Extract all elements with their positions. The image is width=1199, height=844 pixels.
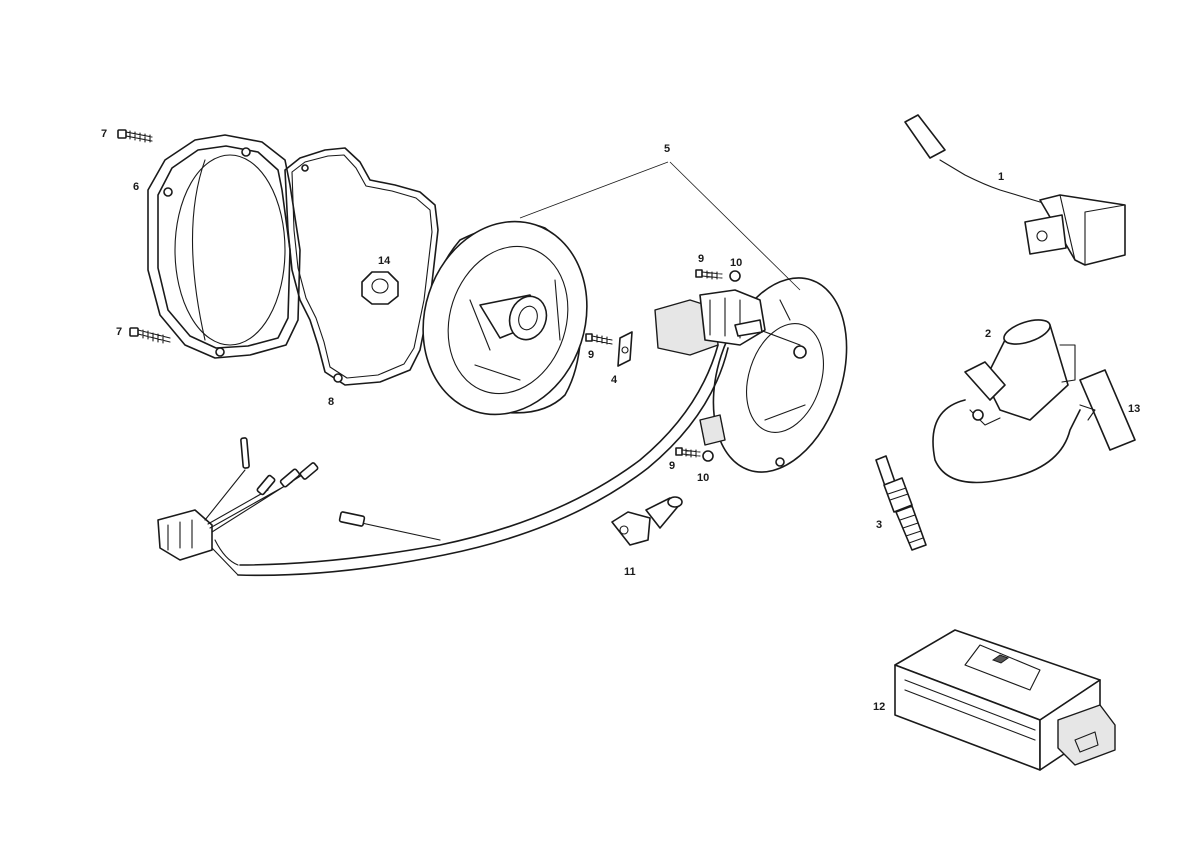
label-8: 8 bbox=[328, 396, 334, 408]
label-3: 3 bbox=[876, 519, 882, 531]
label-9-middle: 9 bbox=[588, 349, 594, 361]
ignition-coil-2 bbox=[932, 319, 1136, 484]
label-2: 2 bbox=[985, 328, 991, 340]
wiring-harness bbox=[157, 344, 729, 577]
label-10-bottom: 10 bbox=[697, 472, 709, 484]
label-1: 1 bbox=[998, 171, 1004, 183]
label-11: 11 bbox=[624, 566, 636, 578]
label-7-bottom: 7 bbox=[116, 326, 122, 338]
bolt-7-top bbox=[117, 129, 153, 143]
label-9-bottom: 9 bbox=[669, 460, 675, 472]
callout-labels: 7 6 7 8 14 5 9 10 9 4 9 10 11 1 2 13 3 1… bbox=[101, 128, 1140, 713]
stator-plate-5 bbox=[654, 277, 848, 473]
label-6: 6 bbox=[133, 181, 139, 193]
sensor-11 bbox=[611, 496, 683, 546]
screw-9-middle bbox=[585, 333, 613, 345]
label-13: 13 bbox=[1128, 403, 1140, 415]
label-4: 4 bbox=[611, 374, 618, 386]
label-10-top: 10 bbox=[730, 257, 742, 269]
label-5: 5 bbox=[664, 143, 670, 155]
regulator-1 bbox=[904, 114, 1126, 266]
flywheel-rotor-5 bbox=[422, 220, 588, 416]
bolt-7-bottom bbox=[129, 327, 171, 344]
gasket-8 bbox=[284, 147, 439, 386]
screw-9-washer-10-bottom bbox=[675, 447, 714, 462]
label-14: 14 bbox=[378, 255, 391, 267]
spark-plug-3 bbox=[875, 455, 927, 551]
cdi-unit-12 bbox=[894, 629, 1116, 771]
label-7-top: 7 bbox=[101, 128, 107, 140]
nut-14 bbox=[361, 271, 399, 305]
label-12: 12 bbox=[873, 701, 885, 713]
label-9-top: 9 bbox=[698, 253, 704, 265]
flywheel-cover-6 bbox=[147, 134, 301, 359]
clamp-4 bbox=[617, 331, 633, 367]
screw-9-washer-10-top bbox=[695, 269, 741, 282]
leader-lines-5 bbox=[519, 161, 801, 291]
